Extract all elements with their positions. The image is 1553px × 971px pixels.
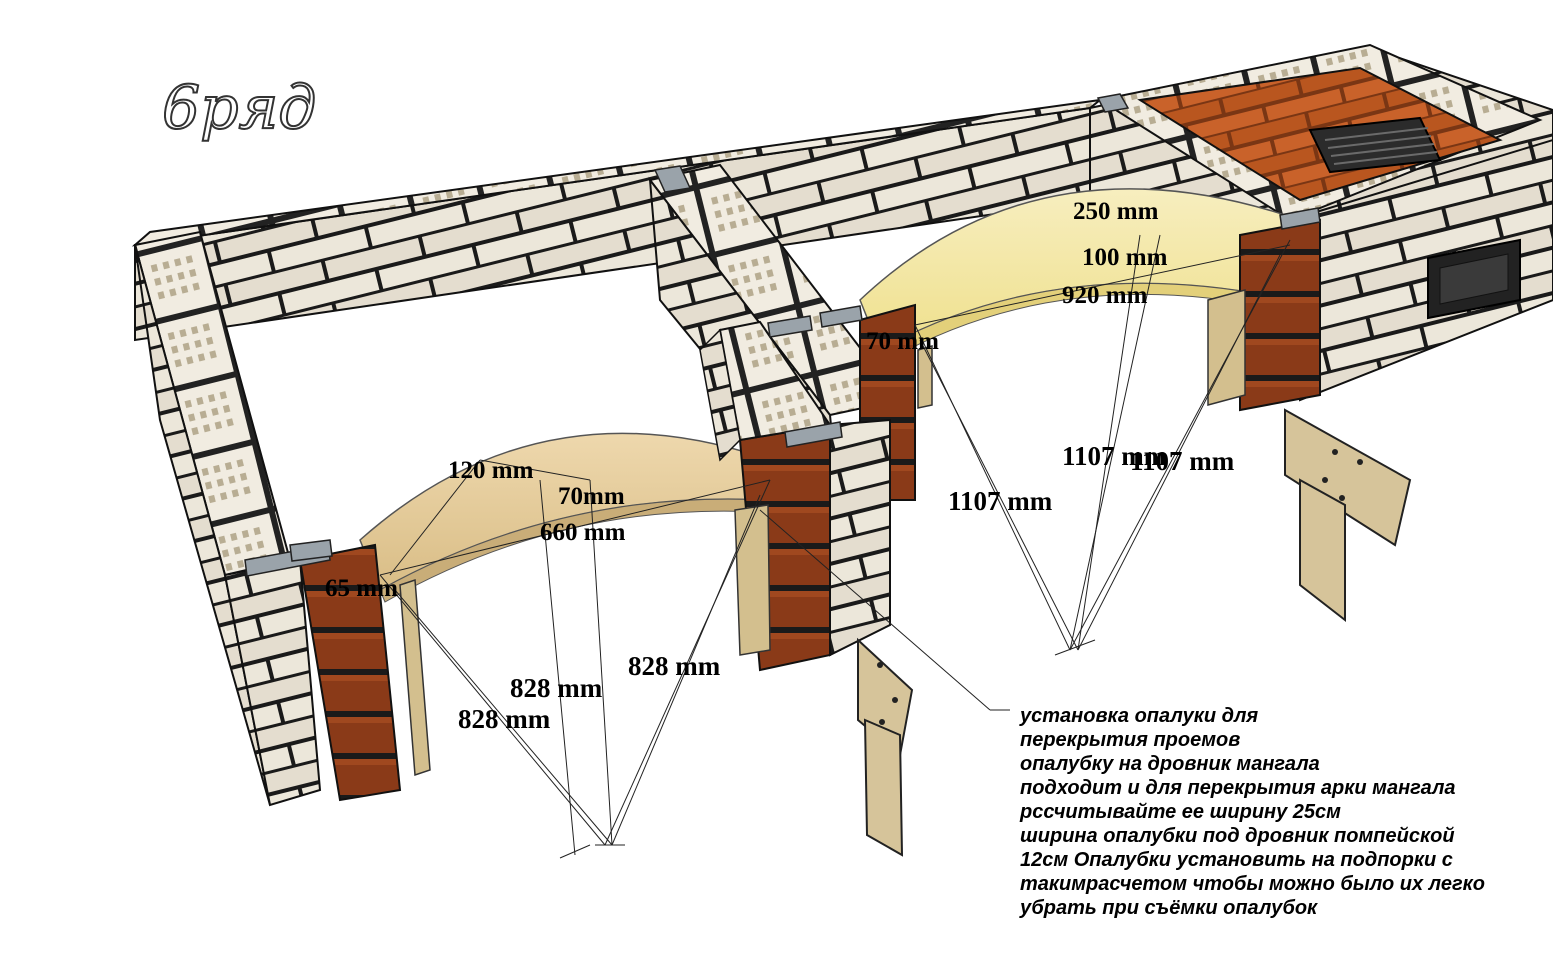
right-pier-label: 70 mm — [866, 328, 939, 355]
left-radius-b-label: 828 mm — [510, 673, 603, 703]
left-thickness-label: 70mm — [558, 483, 625, 510]
left-radius-c-label: 828 mm — [458, 704, 551, 734]
note-line-4: подходит и для перекрытия арки мангала — [1020, 777, 1456, 799]
right-thickness-label: 100 mm — [1082, 244, 1168, 271]
right-radius-c-label: 1107 mm — [948, 486, 1053, 516]
right-rise-label: 250 mm — [1073, 198, 1159, 225]
plywood-prop-right — [1284, 408, 1412, 623]
note-line-7: 12см Опалубки установить на подпорки с — [1020, 849, 1453, 871]
right-span-label: 920 mm — [1062, 282, 1148, 309]
left-radius-lines — [379, 459, 771, 859]
left-radius-a-label: 828 mm — [628, 651, 721, 681]
left-arch-formwork — [359, 432, 771, 603]
left-rise-label: 120 mm — [448, 457, 534, 484]
note-line-2: перекрытия проемов — [1020, 729, 1240, 751]
left-arch-dimensions: 120 mm 70mm 660 mm 65 mm 828 mm 828 mm 8… — [325, 457, 721, 734]
note-line-8: такимрасчетом чтобы можно было их легко — [1020, 873, 1485, 895]
note-line-3: опалубку на дровник мангала — [1020, 753, 1320, 775]
note-line-6: ширина опалубки под дровник помпейской — [1020, 825, 1455, 847]
right-arch-dimensions: 250 mm 100 mm 920 mm 70 mm 1107 mm 1107 … — [866, 198, 1235, 516]
note-line-5: рссчитывайте ее ширину 25см — [1019, 801, 1341, 823]
left-span-label: 660 mm — [540, 519, 626, 546]
formwork-note: установка опалуки для перекрытия проемов… — [1019, 705, 1485, 919]
steel-plates — [244, 93, 1321, 577]
row-title: 6ряд — [162, 73, 316, 143]
right-radius-lines — [914, 234, 1291, 656]
left-return-wall — [133, 230, 322, 807]
leader-line — [759, 509, 1010, 711]
grate — [1308, 116, 1442, 174]
back-wall — [131, 98, 1104, 342]
right-radius-a-label: 1107 mm — [1062, 441, 1167, 471]
note-line-1: установка опалуки для — [1019, 705, 1258, 727]
right-radius-b-label: 1107 mm — [1130, 446, 1235, 476]
note-line-9: убрать при съёмки опалубок — [1019, 897, 1318, 919]
plywood-prop-center — [857, 637, 914, 857]
left-pier-label: 65 mm — [325, 575, 398, 602]
left-arch-piers — [298, 320, 891, 802]
